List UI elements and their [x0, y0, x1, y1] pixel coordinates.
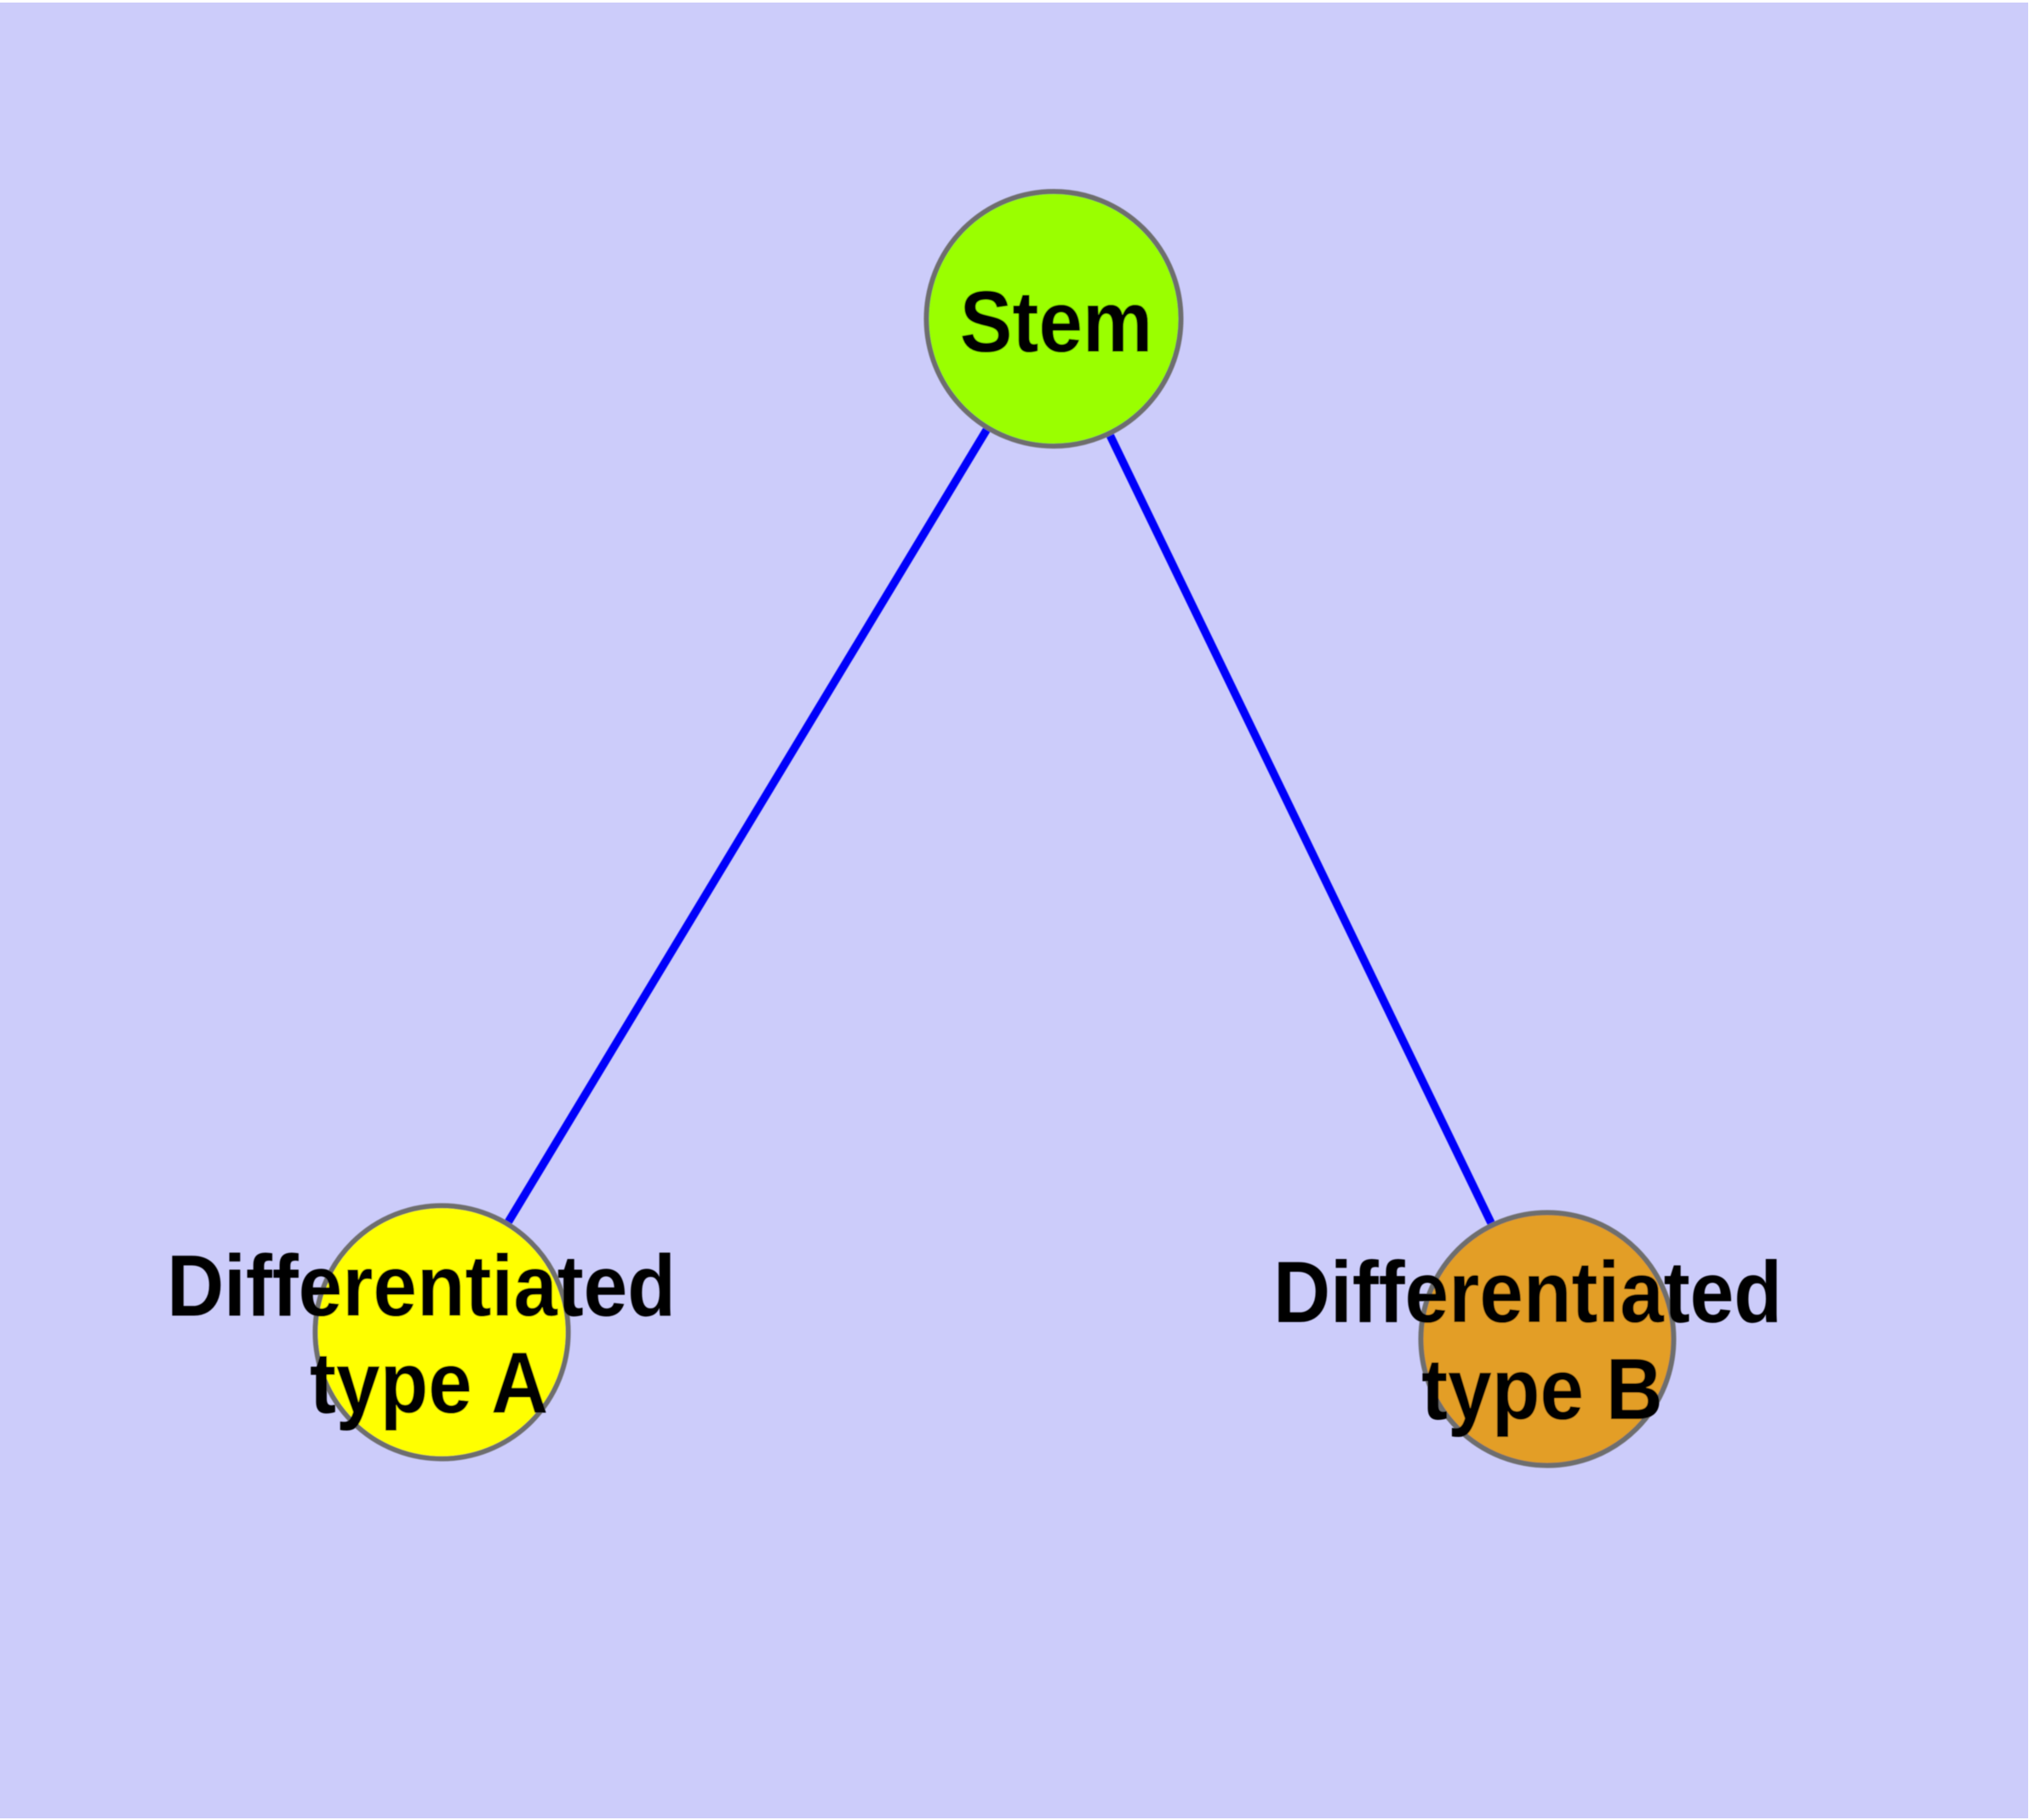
- svg-text:type B: type B: [1421, 1341, 1662, 1438]
- svg-text:Differentiated: Differentiated: [1273, 1244, 1782, 1341]
- svg-text:Differentiated: Differentiated: [167, 1237, 676, 1334]
- svg-text:Stem: Stem: [960, 273, 1153, 370]
- svg-text:type A: type A: [310, 1334, 548, 1431]
